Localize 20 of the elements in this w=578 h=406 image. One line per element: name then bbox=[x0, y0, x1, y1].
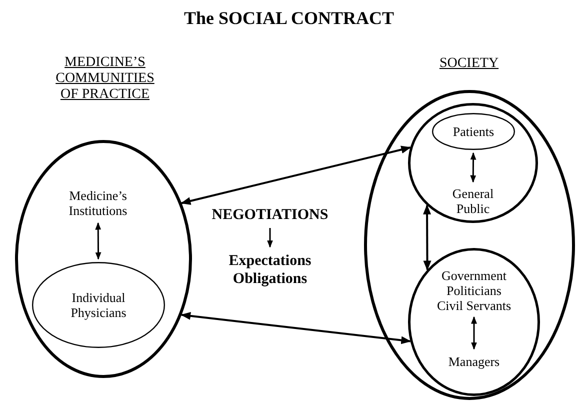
arrow bbox=[180, 312, 412, 344]
arrow bbox=[423, 204, 432, 271]
diagram-title: The SOCIAL CONTRACT bbox=[182, 8, 396, 29]
group-heading: MEDICINE’S COMMUNITIES OF PRACTICE bbox=[54, 55, 156, 103]
text-label: Individual Physicians bbox=[70, 290, 128, 320]
text-label: Politicians bbox=[446, 282, 502, 298]
arrow bbox=[471, 316, 477, 350]
arrow bbox=[470, 152, 476, 183]
text-label: Medicine’s Institutions bbox=[53, 186, 143, 220]
bold-label: NEGOTIATIONS bbox=[196, 205, 344, 225]
text-label: Civil Servants bbox=[436, 298, 512, 312]
arrow bbox=[95, 222, 102, 260]
text-label: Patients bbox=[452, 124, 494, 139]
text-label: General Public bbox=[443, 185, 503, 217]
arrow bbox=[180, 146, 412, 205]
bold-label: Expectations Obligations bbox=[222, 250, 318, 290]
text-label: Managers bbox=[440, 352, 508, 370]
arrow bbox=[267, 228, 273, 248]
text-label: Government bbox=[442, 268, 506, 282]
group-heading: SOCIETY bbox=[438, 56, 500, 72]
